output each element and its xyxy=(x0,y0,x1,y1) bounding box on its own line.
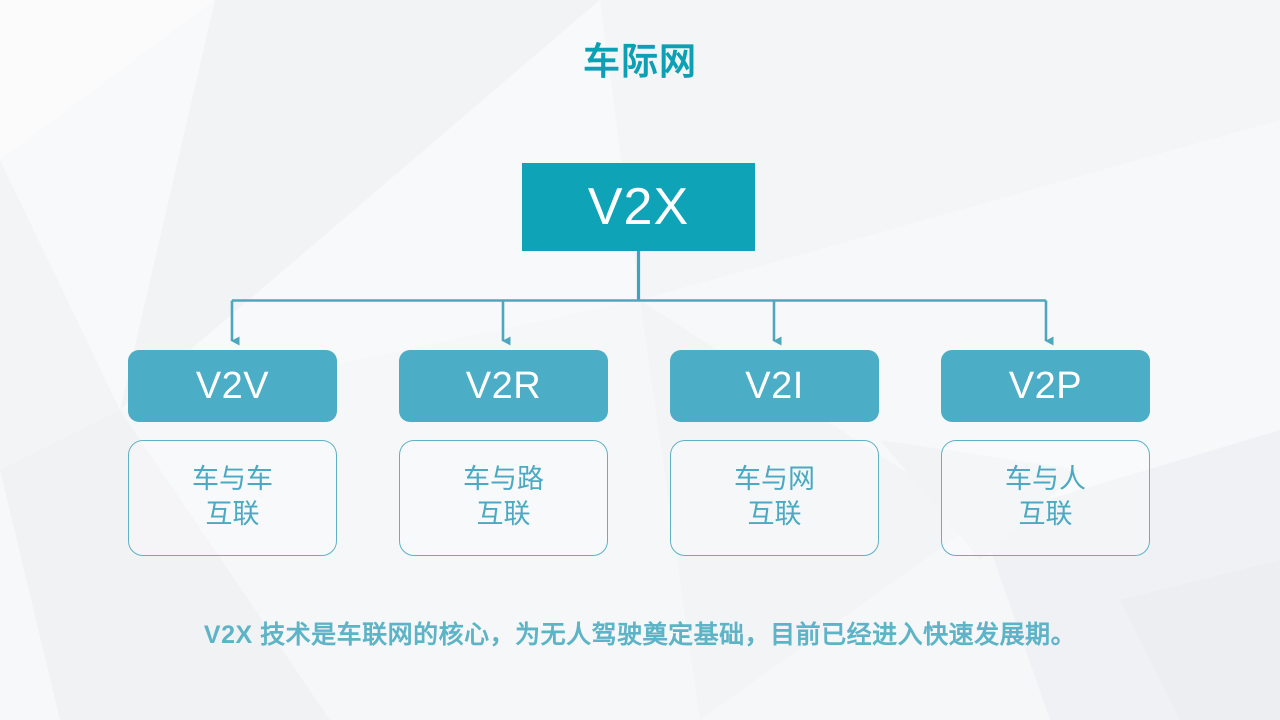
page-title: 车际网 xyxy=(583,41,697,82)
branch-desc-line1: 车与网 xyxy=(734,464,815,496)
branch-desc-box-v2v: 车与车 互联 xyxy=(128,440,337,556)
root-node-v2x[interactable]: V2X xyxy=(522,163,755,251)
branch-v2r[interactable]: V2R 车与路 互联 xyxy=(399,350,608,556)
branch-desc-line2: 互联 xyxy=(1018,499,1073,530)
branch-v2i[interactable]: V2I 车与网 互联 xyxy=(670,350,879,556)
branch-desc-line2: 互联 xyxy=(205,499,260,530)
branch-code-box-v2p[interactable]: V2P xyxy=(941,350,1150,422)
footer-caption: V2X 技术是车联网的核心，为无人驾驶奠定基础，目前已经进入快速发展期。 xyxy=(203,621,1077,649)
branch-code-box-v2r[interactable]: V2R xyxy=(399,350,608,422)
branch-code-box-v2i[interactable]: V2I xyxy=(670,350,879,422)
branch-desc-box-v2i: 车与网 互联 xyxy=(670,440,879,556)
branch-desc-line1: 车与人 xyxy=(1005,464,1086,496)
branch-desc-line1: 车与车 xyxy=(192,464,273,496)
root-node-label: V2X xyxy=(587,178,690,236)
branch-desc-line2: 互联 xyxy=(476,499,531,530)
branch-desc-box-v2p: 车与人 互联 xyxy=(941,440,1150,556)
branch-code-label: V2V xyxy=(195,364,270,407)
branch-desc-line1: 车与路 xyxy=(463,464,544,496)
branch-code-label: V2P xyxy=(1008,364,1083,407)
branch-code-label: V2R xyxy=(465,364,542,407)
branch-desc-box-v2r: 车与路 互联 xyxy=(399,440,608,556)
branch-v2p[interactable]: V2P 车与人 互联 xyxy=(941,350,1150,556)
branch-v2v[interactable]: V2V 车与车 互联 xyxy=(128,350,337,556)
branch-desc-line2: 互联 xyxy=(747,499,802,530)
branch-code-box-v2v[interactable]: V2V xyxy=(128,350,337,422)
branch-code-label: V2I xyxy=(745,364,804,407)
